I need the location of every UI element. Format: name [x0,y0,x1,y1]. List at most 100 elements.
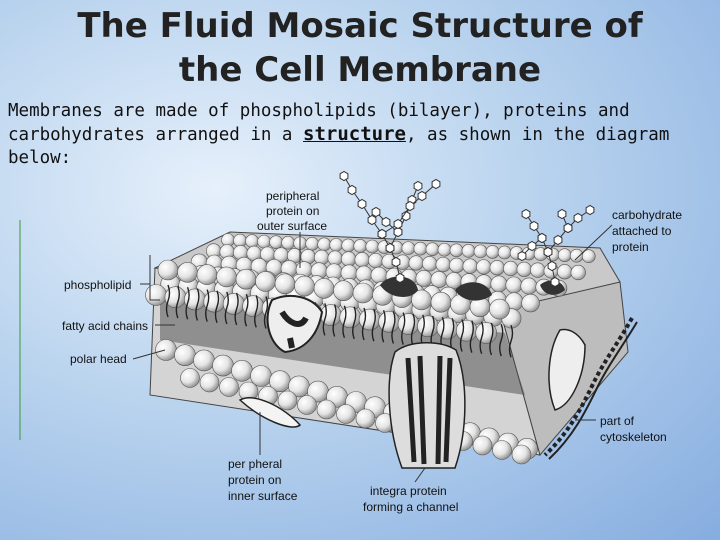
phospholipid-head [354,252,370,268]
fatty-acid-tail [381,310,386,343]
sugar-unit [385,242,395,254]
phospholipid-head [180,368,200,388]
sugar-unit [393,226,403,238]
phospholipid-head [449,243,464,258]
label-peripheral-outer-2: protein on [266,204,319,218]
phospholipid-head [461,244,476,258]
outer-peripheral-protein [380,276,418,297]
title-line-1: The Fluid Mosaic Structure of [77,6,643,46]
phospholipid-head [155,339,177,361]
phospholipid-head [503,260,519,277]
phospholipid-head [581,249,596,264]
fatty-acid-tail [263,296,269,329]
phospholipid-head [336,404,356,424]
phospholipid-head [358,308,381,331]
sugar-unit [401,210,411,222]
label-carbohydrate-1: carbohydrate [612,208,682,222]
fatty-acid-tail [244,293,249,327]
phospholipid-head [475,322,498,344]
label-peripheral-outer-3: outer surface [257,219,327,233]
sugar-unit [573,212,583,224]
channel-lines [405,355,453,465]
sugar-unit [377,228,387,240]
phospholipid-head [314,249,330,265]
phospholipid-head [472,435,493,456]
phospholipid-head [277,390,298,411]
slide-title: The Fluid Mosaic Structure of the Cell M… [0,4,720,92]
phospholipid-head [269,235,283,249]
phospholipid-head [449,257,465,273]
phospholipid-head [408,255,424,271]
intro-highlight: structure [303,123,406,145]
phospholipid-head [313,278,335,299]
right-integral-protein [548,328,586,411]
sugar-unit [547,260,557,272]
fatty-acid-tail [371,308,376,342]
phospholipid-head [497,245,512,260]
sugar-unit [405,200,415,212]
fatty-acid-tail [401,312,406,345]
sugar-unit [339,170,349,182]
label-peripheral-outer-1: peripheral [266,189,319,203]
fatty-acid-tail [195,288,200,321]
phospholipid-head [422,256,438,272]
phospholipid-head [174,344,196,367]
phospholipid-head [489,260,505,276]
sugar-unit [395,272,405,284]
phospholipid-head [530,262,546,278]
label-integral-2: forming a channel [363,500,458,514]
fatty-acid-tail [391,311,396,344]
sugar-unit [393,218,403,230]
phospholipid-head [365,239,380,254]
phospholipid-head [294,275,315,297]
phospholipid-head [355,408,376,429]
phospholipid-head [245,234,259,248]
sugar-unit [550,276,560,288]
fatty-acid-tail [205,289,210,322]
phospholipid-head [305,236,319,251]
phospholipid-head [569,248,584,263]
phospholipid-head [193,349,215,372]
phospholipid-head [397,313,420,335]
sugar-unit [371,206,381,218]
phospholipid-head [355,265,373,283]
phospholipid-head [352,282,374,304]
sugar-unit [585,204,595,216]
phospholipid-head [473,244,488,259]
phospholipid-head [297,395,317,415]
carbohydrate-chains [339,170,595,288]
phospholipid-head [511,444,532,465]
phospholipid-head [353,239,368,253]
label-fatty-acid: fatty acid chains [62,319,148,333]
phospholipid-head [378,311,400,333]
integral-protein [388,342,466,469]
sugar-unit [529,220,539,232]
phospholipid-head [212,354,234,377]
intro-paragraph: Membranes are made of phospholipids (bil… [8,100,714,170]
label-cytoskeleton-2: cytoskeleton [600,430,667,444]
phospholipid-head [490,275,508,293]
sugar-unit [417,190,427,202]
phospholipid-head [164,286,187,309]
phospholipid-head [570,264,586,281]
phospholipid-head [521,293,540,313]
phospholipid-head [255,271,276,292]
phospholipid-head [436,317,459,340]
phospholipid-head [333,280,354,302]
sugar-unit [557,208,567,220]
phospholipid-head [415,270,433,287]
fatty-acid-tail [185,287,190,320]
phospholipid-head [199,372,220,393]
phospholipid-head [455,319,478,342]
sugar-unit [553,234,563,246]
phospholipid-head [425,242,440,256]
phospholipid-head [257,234,271,249]
phospholipid-head [430,271,448,288]
phospholipid-head [485,245,500,259]
phospholipid-head [401,241,416,255]
phospholipid-head [317,237,332,252]
phospholipid-head [281,235,295,250]
phospholipid-head [520,277,538,295]
fatty-acid-tail [214,290,220,323]
fatty-acid-tail [479,321,484,355]
